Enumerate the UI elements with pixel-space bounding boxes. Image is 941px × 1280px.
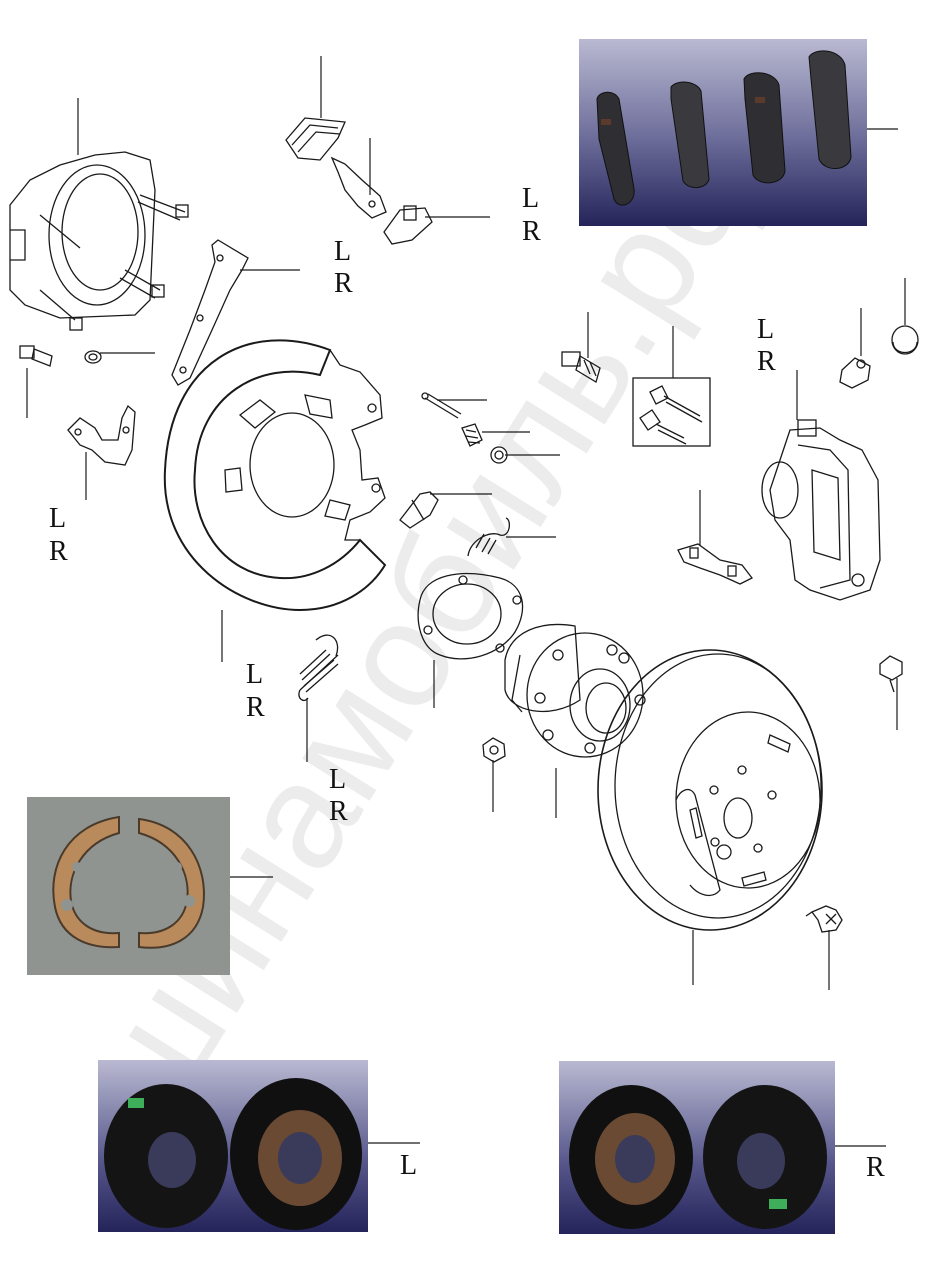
callout-caliper-r: R — [757, 346, 776, 377]
backing-plate-right-photo — [559, 1061, 835, 1234]
wear-indicator-drawing — [677, 543, 753, 585]
parking-shoe-icons — [52, 815, 205, 949]
callout-spring-r: R — [329, 796, 348, 827]
callout-lower-bracket-r: R — [49, 536, 68, 567]
retainer-clips-drawing — [285, 117, 433, 245]
bleeder-cap-drawing — [839, 325, 919, 389]
backing-plate-right-icons — [569, 1085, 827, 1229]
callout-bracket-l: L — [334, 236, 352, 267]
bolt-right-drawing — [879, 655, 903, 693]
caliper-drawing — [761, 419, 881, 601]
callout-caliper-l: L — [757, 314, 775, 345]
callout-shield-r: R — [246, 692, 265, 723]
callout-retainer-r: R — [522, 216, 541, 247]
brake-disc-drawing — [597, 649, 823, 931]
hub-bearing-drawing — [504, 623, 646, 758]
disc-screw-drawing — [805, 905, 843, 933]
dust-shield-drawing — [163, 339, 387, 612]
callout-retainer-l: L — [522, 183, 540, 214]
hub-nut-drawing — [482, 737, 506, 763]
brake-pad-icons — [596, 50, 852, 206]
backing-plate-left-icons — [104, 1078, 362, 1230]
brake-pad-set-photo — [579, 39, 867, 226]
hose-bracket-drawing — [171, 239, 249, 386]
leader-lines — [26, 56, 906, 1147]
callout-assembly-right: R — [866, 1152, 885, 1183]
bolt-left-drawing — [19, 345, 102, 367]
return-spring-drawing — [298, 634, 339, 702]
caliper-bolt-drawing — [561, 351, 601, 383]
backing-plate-left-photo — [98, 1060, 368, 1232]
callout-bracket-r: R — [334, 268, 353, 299]
callout-lower-bracket-l: L — [49, 503, 67, 534]
guide-pin-kit-drawing — [632, 377, 711, 447]
gasket-drawing — [417, 572, 524, 660]
small-parts-middle-drawing — [399, 392, 511, 557]
callout-spring-l: L — [329, 764, 347, 795]
parking-shoe-photo — [27, 797, 230, 975]
callout-assembly-left: L — [400, 1150, 418, 1181]
callout-shield-l: L — [246, 659, 264, 690]
lower-bracket-drawing — [67, 404, 136, 466]
knuckle-drawing — [9, 151, 189, 331]
